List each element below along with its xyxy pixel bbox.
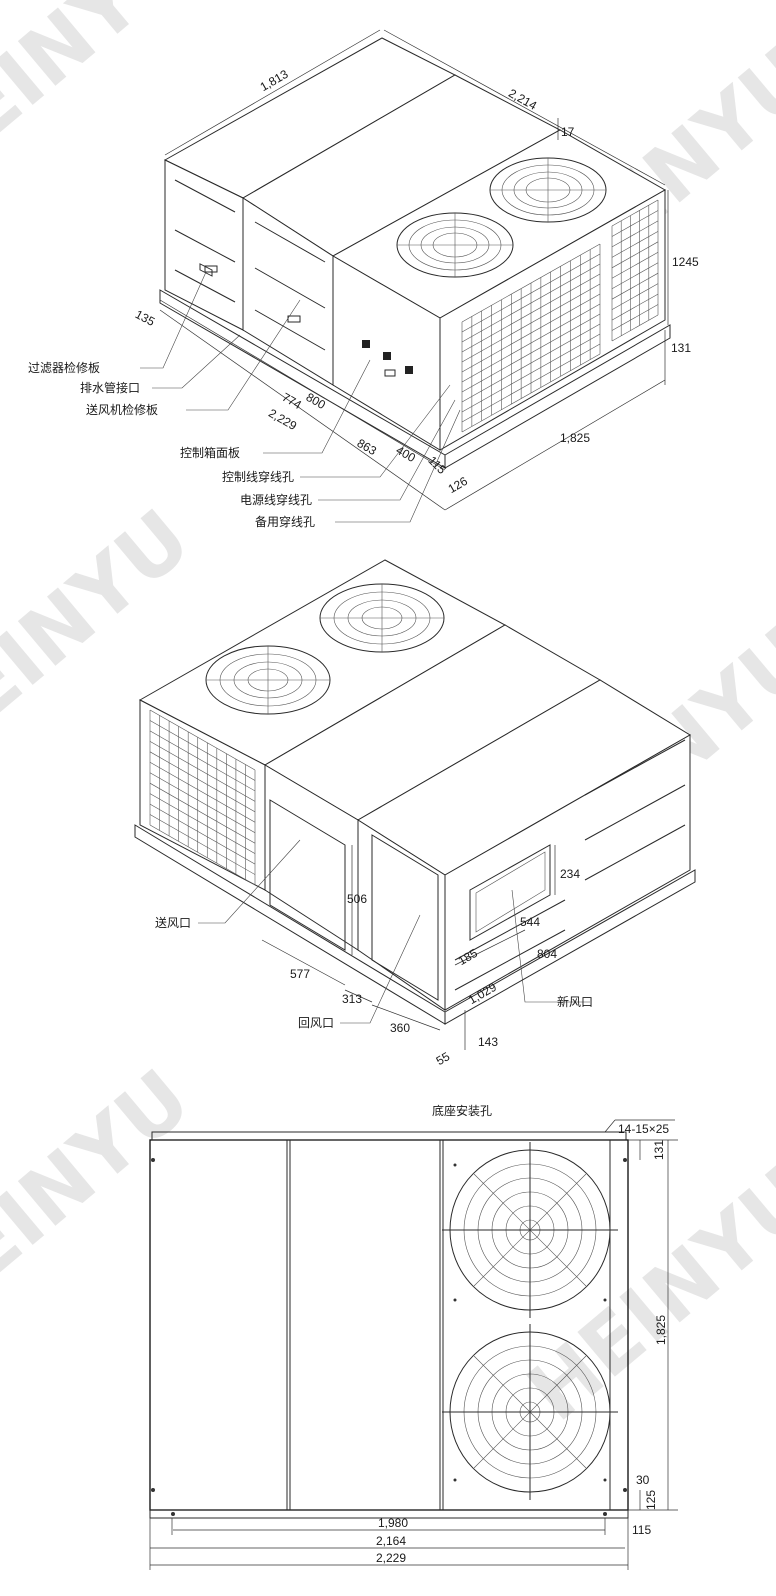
top-fan-1 [396, 212, 514, 278]
label-spare-hole: 备用穿线孔 [255, 514, 315, 529]
dim-115: 115 [632, 1523, 651, 1537]
dim-1813: 1,813 [258, 67, 291, 94]
dim-2164: 2,164 [376, 1534, 406, 1548]
plan-fan-2 [442, 1324, 618, 1500]
dim-360: 360 [390, 1021, 410, 1035]
dim-234: 234 [560, 867, 580, 881]
view1-isometric-front: 1,813 2,214 17 1245 131 135 774 800 2,22… [28, 29, 699, 529]
dim-131: 131 [671, 341, 691, 355]
dim-55: 55 [434, 1049, 453, 1068]
unit-outline [149, 1139, 629, 1511]
dim-143: 143 [478, 1035, 498, 1049]
dim-1825: 1,825 [560, 431, 590, 445]
dim-131: 131 [652, 1140, 666, 1160]
right-side-coil [439, 189, 666, 451]
label-fan-panel: 送风机检修板 [86, 402, 158, 417]
label-supply-air: 送风口 [155, 915, 191, 930]
condenser-coil-grid [461, 199, 659, 433]
dim-17: 17 [561, 125, 575, 139]
label-control-hole: 控制线穿线孔 [222, 469, 294, 484]
dim-804: 804 [537, 947, 557, 961]
dim-313: 313 [342, 992, 362, 1006]
dim-30: 30 [636, 1473, 650, 1487]
label-power-hole: 电源线穿线孔 [240, 492, 312, 507]
dim-1825: 1,825 [654, 1315, 668, 1345]
fresh-air-opening [469, 844, 551, 941]
top-fan-3 [205, 645, 331, 715]
view3-plan-view: 底座安装孔 14-15×25 131 1,825 30 125 1,980 11… [149, 1103, 678, 1570]
base-rail-right [444, 324, 671, 469]
dim-135: 135 [133, 307, 158, 329]
control-knob [383, 352, 391, 360]
label-hole-spec: 14-15×25 [618, 1122, 669, 1136]
label-filter-panel: 过滤器检修板 [28, 360, 100, 375]
control-knob [405, 366, 413, 374]
condenser-coil-grid [149, 709, 256, 886]
dim-577: 577 [290, 967, 310, 981]
dim-1980: 1,980 [378, 1516, 408, 1530]
plan-fan-1 [442, 1142, 618, 1318]
base-rail-right [444, 869, 696, 1025]
label-drain-port: 排水管接口 [80, 380, 140, 395]
label-base-holes: 底座安装孔 [432, 1103, 492, 1118]
dim-2229: 2,229 [376, 1551, 406, 1565]
supply-air-opening [269, 799, 346, 951]
top-fan-4 [319, 583, 445, 653]
dim-1245: 1245 [672, 255, 699, 269]
dim-125: 125 [644, 1490, 658, 1510]
dim-863: 863 [355, 436, 380, 458]
control-knob [362, 340, 370, 348]
watermark: HEINYU [510, 1148, 776, 1439]
label-fresh-air: 新风口 [557, 994, 593, 1009]
base-mounting-holes [151, 1158, 627, 1516]
label-control-panel: 控制箱面板 [180, 445, 240, 460]
view2-isometric-rear: 234 506 544 185 804 1,029 577 313 360 14… [134, 559, 696, 1068]
label-return-air: 回风口 [298, 1016, 334, 1030]
dim-544: 544 [520, 915, 540, 929]
watermark: HEINYU [0, 1052, 207, 1343]
top-fan-2 [489, 157, 607, 223]
dim-126: 126 [446, 474, 471, 496]
dim-506: 506 [347, 892, 367, 906]
return-air-opening [371, 834, 439, 1001]
